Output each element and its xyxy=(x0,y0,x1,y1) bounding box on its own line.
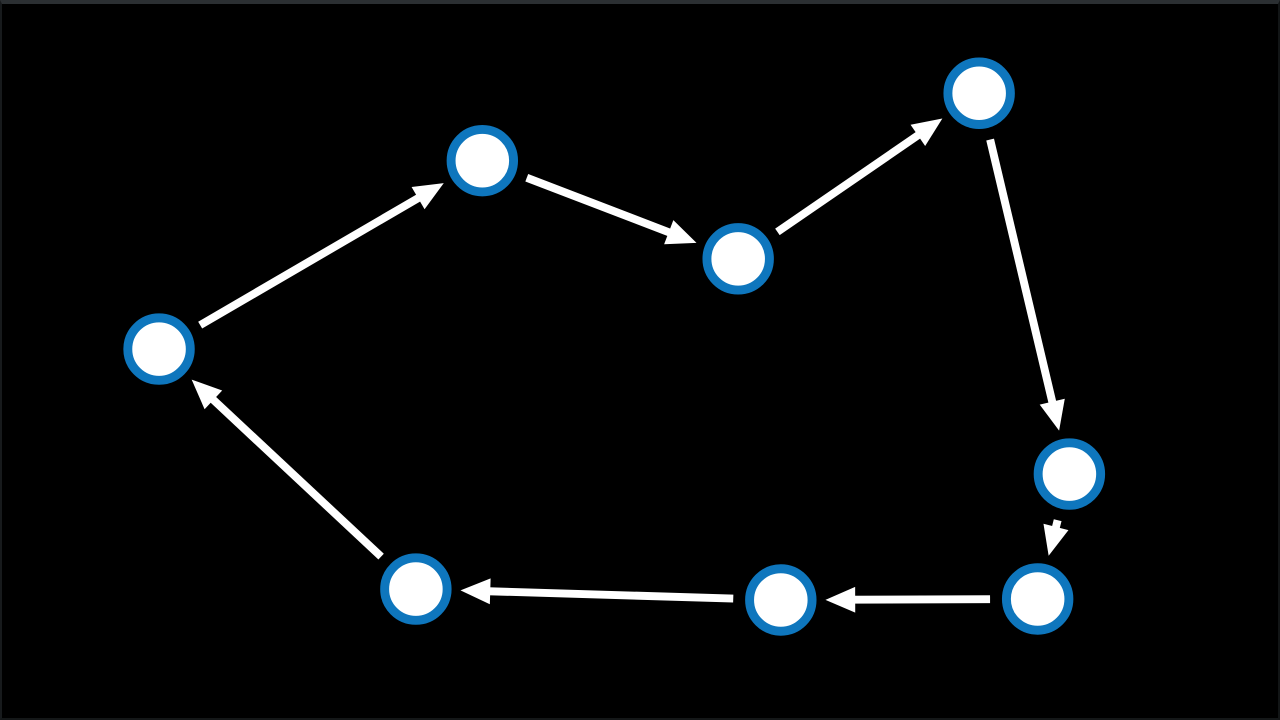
edge-shaft-node-left-to-node-upper-left xyxy=(198,193,422,329)
graph-node-upper-left xyxy=(446,124,519,197)
arrowhead-icon-node-bottom-right-to-node-bottom-middle xyxy=(825,586,856,613)
arrowhead-icon-node-middle-to-node-top-right xyxy=(910,118,943,146)
arrowhead-icon-node-left-to-node-upper-left xyxy=(411,183,444,210)
edge-shaft-node-bottom-left-to-node-left xyxy=(209,395,384,560)
arrowhead-icon-node-bottom-left-to-node-left xyxy=(191,379,223,410)
edge-layer xyxy=(191,118,1069,613)
graph-node-bottom-right xyxy=(1001,563,1074,635)
graph-node-left xyxy=(123,313,195,385)
edge-shaft-node-bottom-middle-to-node-bottom-left xyxy=(488,587,734,603)
graph-node-top-right xyxy=(943,57,1015,129)
graph-node-right xyxy=(1033,438,1106,510)
arrowhead-icon-node-right-to-node-bottom-right xyxy=(1043,523,1069,556)
arrowhead-icon-node-bottom-middle-to-node-bottom-left xyxy=(460,578,491,605)
graph-diagram xyxy=(123,57,1106,636)
edge-shaft-node-top-right-to-node-right xyxy=(986,138,1057,405)
arrowhead-icon-node-upper-left-to-node-middle xyxy=(664,220,697,245)
node-layer xyxy=(123,57,1106,636)
graph-node-middle xyxy=(702,223,774,295)
graph-node-bottom-left xyxy=(380,553,452,625)
edge-shaft-node-middle-to-node-top-right xyxy=(775,130,922,236)
graph-node-bottom-middle xyxy=(745,564,817,636)
edge-shaft-node-upper-left-to-node-middle xyxy=(525,174,673,237)
edge-shaft-node-bottom-right-to-node-bottom-middle xyxy=(853,595,991,604)
arrowhead-icon-node-top-right-to-node-right xyxy=(1039,398,1065,431)
